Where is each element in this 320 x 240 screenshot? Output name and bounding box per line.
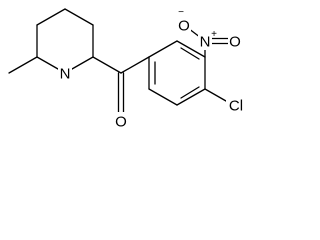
piperidine-ring	[36, 8, 94, 74]
nitro-oxygen-single: O −	[177, 7, 191, 35]
chlorine-atom: Cl	[226, 96, 246, 115]
carbonyl-ring-bond	[120, 56, 150, 74]
nitro-nitrogen-charge: +	[211, 29, 217, 40]
bond	[176, 88, 206, 106]
structure-diagram: N O N + O − O Cl	[8, 7, 246, 131]
nitro-nitrogen: N +	[198, 29, 217, 51]
nitro-nitrogen-label: N	[200, 34, 211, 51]
bond	[148, 40, 178, 58]
nitro-oxygen-double: O	[228, 32, 242, 51]
bond	[176, 40, 206, 58]
bond	[64, 8, 94, 26]
nitro-oxygen-double-label: O	[229, 34, 241, 51]
carbonyl-oxygen-label: O	[115, 114, 127, 131]
benzene-ring	[148, 40, 206, 106]
amide-bond	[92, 56, 122, 74]
carbonyl-oxygen: O	[114, 112, 128, 131]
ring-nitrogen-label: N	[60, 66, 71, 83]
chlorine-label: Cl	[229, 98, 243, 115]
aromatic-inner-bond	[180, 86, 200, 99]
ring-nitrogen: N	[58, 64, 72, 83]
methyl-bond	[8, 56, 38, 74]
aromatic-inner-bond	[180, 47, 200, 60]
bond	[36, 8, 66, 26]
bond	[148, 88, 178, 106]
nitro-oxygen-single-label: O	[178, 18, 190, 35]
nitro-oxygen-charge: −	[178, 7, 184, 18]
